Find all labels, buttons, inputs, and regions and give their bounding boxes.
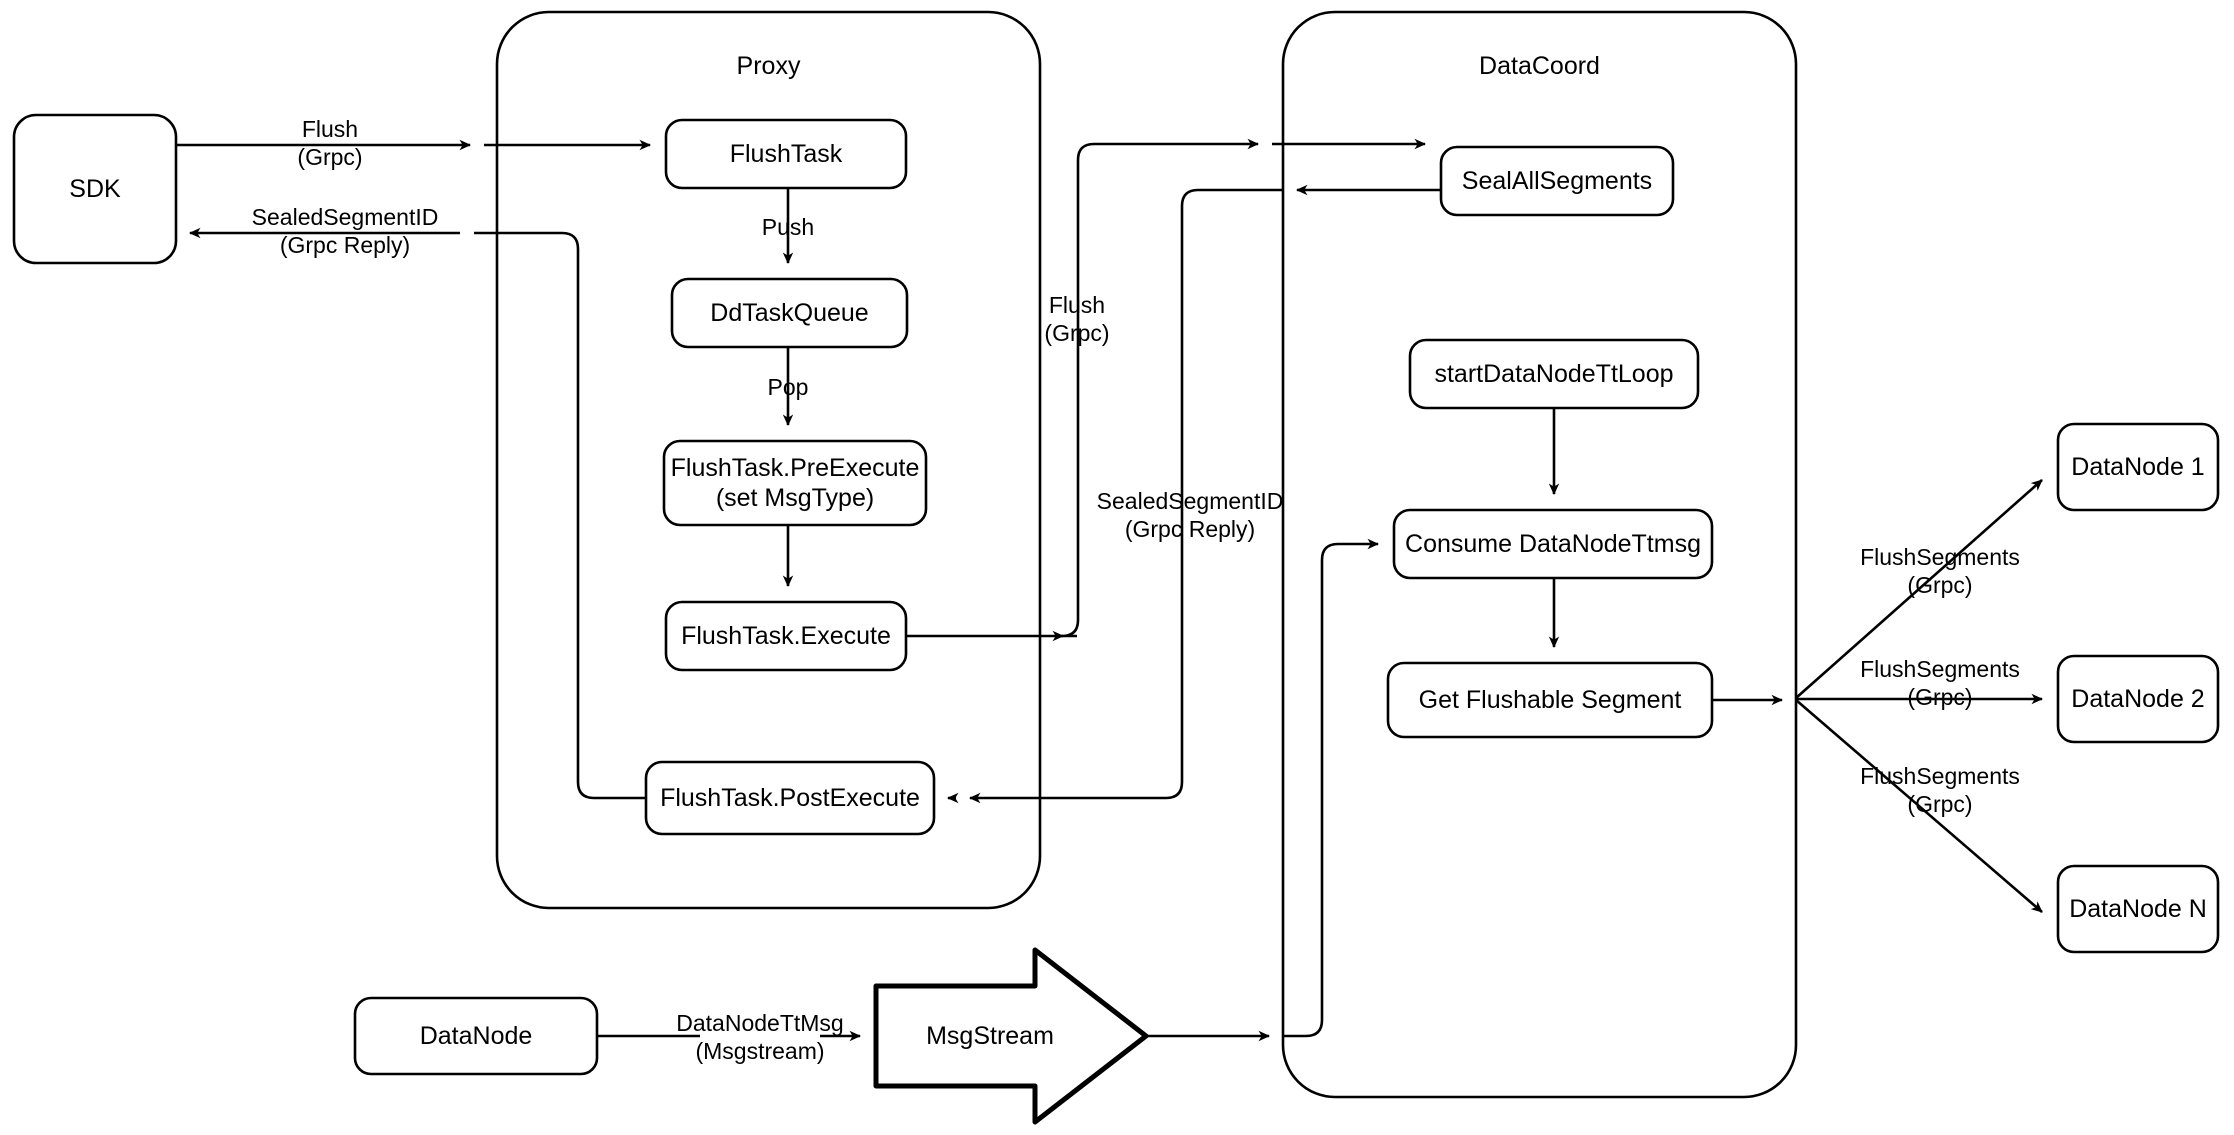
- datanode-1-box: [2056, 422, 2220, 512]
- dd-task-queue-label: DdTaskQueue: [710, 298, 869, 327]
- proxy-group-label-wrap: Proxy: [497, 48, 1040, 84]
- sdk-box: [12, 113, 178, 265]
- datanode-n-node[interactable]: DataNode N: [2058, 866, 2218, 952]
- consume-datanode-ttmsg-label: Consume DataNodeTtmsg: [1405, 529, 1701, 558]
- flush-task-execute-node[interactable]: FlushTask.Execute: [666, 602, 906, 670]
- datanode-n-label: DataNode N: [2069, 894, 2207, 923]
- proxy-group-label: Proxy: [736, 51, 801, 80]
- edge-label-flush-segments-n-wrap: FlushSegments (Grpc): [1830, 757, 2050, 823]
- datacoord-group-label: DataCoord: [1479, 51, 1600, 80]
- edge-label-flush-segments-2-wrap: FlushSegments (Grpc): [1830, 650, 2050, 716]
- flush-task-label: FlushTask: [729, 139, 843, 168]
- get-flushable-segment-node[interactable]: Get Flushable Segment: [1388, 663, 1712, 737]
- edge-label-datanode-ttmsg-wrap: DataNodeTtMsg (Msgstream): [630, 1004, 890, 1070]
- msgstream-node[interactable]: MsgStream: [890, 1006, 1090, 1066]
- flush-task-preexecute-node[interactable]: FlushTask.PreExecute (set MsgType): [664, 441, 926, 525]
- edge-datacoord-exit-to-postexecute: [969, 188, 1283, 804]
- edge-label-datacoord-to-proxy-wrap: SealedSegmentID (Grpc Reply): [1070, 482, 1310, 548]
- dd-task-queue-box: [670, 277, 909, 349]
- edge-label-proxy-to-sdk-wrap: SealedSegmentID (Grpc Reply): [200, 198, 490, 264]
- datanode-1-node[interactable]: DataNode 1: [2058, 424, 2218, 510]
- edge-label-pop-wrap: Pop: [740, 370, 836, 404]
- seal-all-segments-box: [1439, 145, 1675, 217]
- edge-label-push: Push: [761, 213, 815, 240]
- start-datanode-ttloop-node[interactable]: startDataNodeTtLoop: [1410, 340, 1698, 408]
- datacoord-group-label-wrap: DataCoord: [1283, 48, 1796, 84]
- edge-label-flush-segments-1-wrap: FlushSegments (Grpc): [1830, 538, 2050, 604]
- edge-label-proxy-to-sdk: SealedSegmentID (Grpc Reply): [251, 203, 439, 258]
- datanode-2-label: DataNode 2: [2071, 684, 2205, 713]
- get-flushable-segment-label: Get Flushable Segment: [1418, 685, 1682, 714]
- edge-label-sdk-to-proxy: Flush (Grpc): [297, 115, 363, 170]
- sdk-node[interactable]: SDK: [14, 115, 176, 263]
- datanode-2-node[interactable]: DataNode 2: [2058, 656, 2218, 742]
- datanode-source-node[interactable]: DataNode: [355, 998, 597, 1074]
- datanode-2-box: [2056, 654, 2220, 744]
- sdk-label: SDK: [69, 174, 121, 203]
- edge-postexecute-to-sdk-route: [474, 231, 646, 800]
- datanode-source-label: DataNode: [419, 1021, 533, 1050]
- flush-task-preexecute-box: [662, 439, 928, 527]
- edge-label-flush-segments-2: FlushSegments (Grpc): [1860, 655, 2020, 710]
- edge-proxy-exit-to-datacoord: [1060, 138, 1259, 638]
- consume-datanode-ttmsg-node[interactable]: Consume DataNodeTtmsg: [1394, 510, 1712, 578]
- msgstream-label: MsgStream: [926, 1021, 1054, 1050]
- flush-task-node[interactable]: FlushTask: [666, 120, 906, 188]
- edge-hub-to-datanode-n: [1795, 699, 2043, 913]
- edge-label-flush-segments-1: FlushSegments (Grpc): [1860, 543, 2020, 598]
- edge-label-proxy-to-datacoord-wrap: Flush (Grpc): [1012, 286, 1142, 352]
- edge-datacoord-bottom-to-consume: [1283, 538, 1379, 1038]
- edge-hub-to-datanode-1: [1795, 479, 2043, 699]
- datanode-1-label: DataNode 1: [2071, 452, 2205, 481]
- edge-label-proxy-to-datacoord: Flush (Grpc): [1044, 291, 1110, 346]
- seal-all-segments-node[interactable]: SealAllSegments: [1441, 147, 1673, 215]
- edge-label-datacoord-to-proxy: SealedSegmentID (Grpc Reply): [1096, 487, 1284, 542]
- start-datanode-ttloop-label: startDataNodeTtLoop: [1434, 359, 1674, 388]
- seal-all-segments-label: SealAllSegments: [1461, 166, 1653, 195]
- flush-task-postexecute-node[interactable]: FlushTask.PostExecute: [646, 762, 934, 834]
- flush-task-execute-label: FlushTask.Execute: [681, 621, 891, 650]
- msgstream-block-arrow: [873, 947, 1149, 1125]
- flush-task-box: [664, 118, 908, 190]
- edge-label-push-wrap: Push: [740, 210, 836, 244]
- edge-label-pop: Pop: [767, 373, 809, 400]
- edge-label-flush-segments-n: FlushSegments (Grpc): [1860, 762, 2020, 817]
- flush-task-preexecute-label: FlushTask.PreExecute (set MsgType): [670, 453, 920, 513]
- edge-label-sdk-to-proxy-wrap: Flush (Grpc): [235, 110, 425, 176]
- edge-label-datanode-ttmsg: DataNodeTtMsg (Msgstream): [676, 1009, 844, 1064]
- flush-task-postexecute-label: FlushTask.PostExecute: [660, 783, 920, 812]
- dd-task-queue-node[interactable]: DdTaskQueue: [672, 279, 907, 347]
- datanode-n-box: [2056, 864, 2220, 954]
